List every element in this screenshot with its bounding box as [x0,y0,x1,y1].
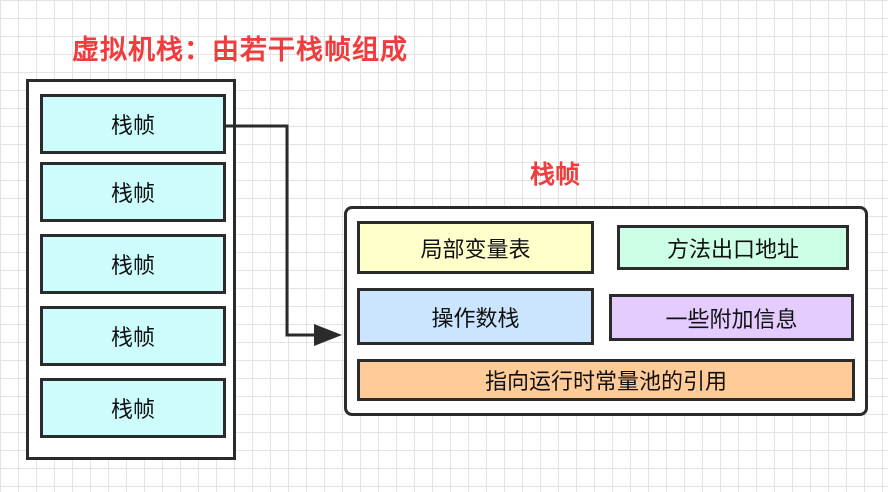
stack-frame-detail-label: 栈帧 [530,160,581,189]
runtime-constant-pool-reference: 指向运行时常量池的引用 [357,359,855,401]
return-address: 方法出口地址 [617,225,849,270]
stack-frame-5: 栈帧 [40,378,226,438]
diagram-title: 虚拟机栈：由若干栈帧组成 [72,35,408,66]
local-variable-table: 局部变量表 [357,221,594,274]
stack-frame-3: 栈帧 [40,234,226,294]
stack-frame-4: 栈帧 [40,306,226,366]
stack-frame-2: 栈帧 [40,162,226,222]
operand-stack: 操作数栈 [357,288,594,345]
stack-frame-1: 栈帧 [40,94,226,154]
additional-info: 一些附加信息 [609,294,854,341]
